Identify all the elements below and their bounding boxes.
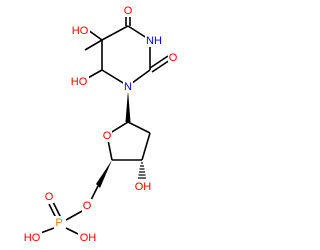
bond-n1-c1-wedge <box>125 90 131 122</box>
atom-label-ho-p: HO <box>24 232 41 244</box>
atom-label-p: P <box>55 217 62 229</box>
bond-c3-c2 <box>141 132 151 161</box>
atom-label-o-link: O <box>83 200 92 212</box>
bond-o-p <box>65 209 85 221</box>
bond-c3-oh-hashed <box>138 162 146 179</box>
molecule-diagram: HO O NH O N HO O OH O P O HO OH <box>22 4 178 244</box>
bond-c2-o-double-a <box>149 55 169 69</box>
atom-label-o-ring: O <box>103 130 112 142</box>
atom-label-ho-c6: HO <box>71 76 88 88</box>
atom-label-o-double: O <box>45 191 54 203</box>
atom-label-o-c2: O <box>169 52 178 64</box>
bond-c2-c1 <box>127 121 151 134</box>
structure-canvas: HO O NH O N HO O OH O P O HO OH <box>22 4 178 244</box>
bond-c5-oh <box>87 29 103 41</box>
atom-label-oh-p: OH <box>80 232 97 244</box>
bond-c2-o-double-b <box>151 59 171 73</box>
bond-p-oh <box>65 227 79 235</box>
atom-label-oh-sugar: OH <box>135 181 152 193</box>
atom-label-ho-c5: HO <box>72 25 89 37</box>
bond-p-o-double-b <box>52 201 62 219</box>
bonds <box>37 12 171 235</box>
atom-labels: HO O NH O N HO O OH O P O HO OH <box>22 4 178 244</box>
bond-c4-c5-wedge <box>96 160 112 188</box>
bond-c5-c4 <box>101 25 129 41</box>
bond-c5-methyl <box>84 39 103 51</box>
atom-label-o-c4: O <box>124 5 133 17</box>
atom-label-nh: NH <box>146 35 162 47</box>
atom-label-n1: N <box>124 81 132 93</box>
